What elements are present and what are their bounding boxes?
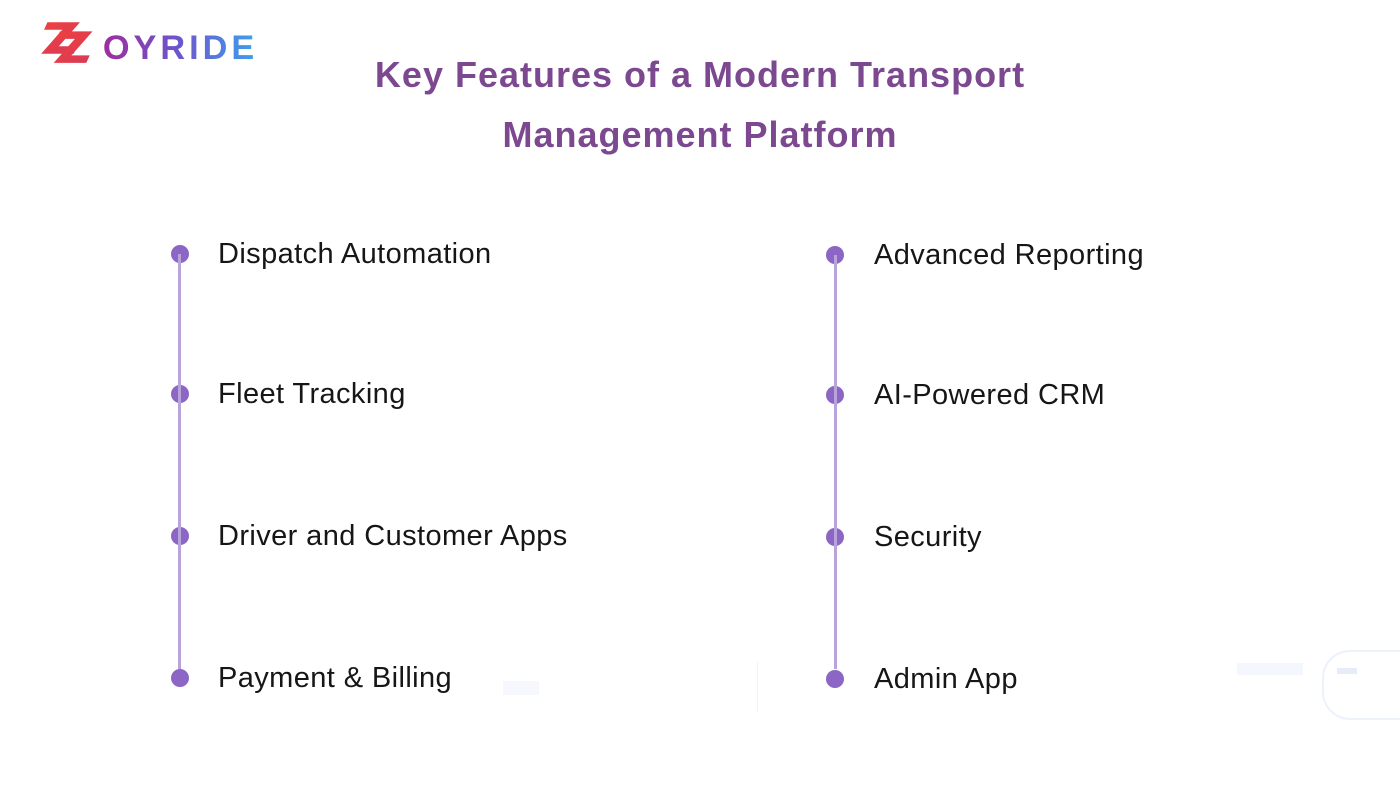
timeline-line-left: [178, 254, 181, 669]
brand-wordmark: OYRIDE: [103, 29, 258, 67]
timeline-line-right: [834, 255, 837, 669]
feature-label: AI-Powered CRM: [874, 378, 1106, 411]
background-watermark: [1237, 663, 1303, 675]
feature-item-driver-customer-apps: Driver and Customer Apps: [171, 516, 568, 556]
feature-label: Dispatch Automation: [218, 237, 492, 270]
page-title-line1: Key Features of a Modern Transport: [374, 54, 1026, 95]
background-watermark: [757, 662, 758, 712]
feature-label: Fleet Tracking: [218, 377, 406, 410]
zoyride-logo: OYRIDE: [41, 22, 258, 67]
feature-item-payment-billing: Payment & Billing: [171, 658, 452, 698]
feature-item-advanced-reporting: Advanced Reporting: [826, 235, 1144, 275]
bullet-dot-icon: [826, 670, 844, 688]
feature-item-ai-powered-crm: AI-Powered CRM: [826, 375, 1105, 415]
feature-label: Admin App: [874, 662, 1018, 695]
feature-item-admin-app: Admin App: [826, 659, 1018, 699]
feature-item-dispatch-automation: Dispatch Automation: [171, 234, 492, 274]
feature-item-fleet-tracking: Fleet Tracking: [171, 374, 406, 414]
feature-label: Driver and Customer Apps: [218, 519, 568, 552]
feature-item-security: Security: [826, 517, 982, 557]
feature-label: Security: [874, 520, 982, 553]
background-watermark-car-outline: [1322, 650, 1400, 720]
feature-label: Payment & Billing: [218, 661, 453, 694]
page-title-line2: Management Platform: [502, 114, 898, 155]
feature-label: Advanced Reporting: [874, 238, 1144, 271]
background-watermark: [503, 681, 539, 695]
bullet-dot-icon: [171, 669, 189, 687]
